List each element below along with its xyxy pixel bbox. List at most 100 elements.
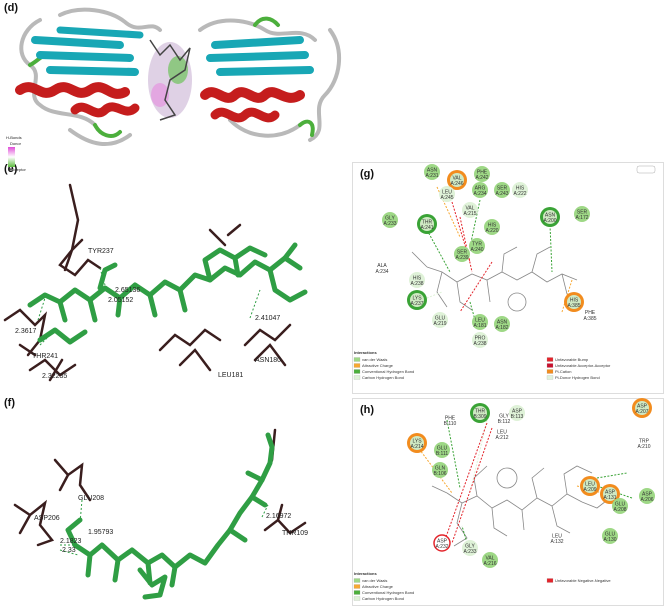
residue-labels-f: GLU208 ASP206 THR109 1.95793 2.1823 2.33… — [34, 495, 308, 554]
residue-number: B:309 — [473, 414, 486, 420]
distance-label: 2.65136 — [115, 287, 140, 294]
protein-ribbon-view: H-Bonds Donor Acceptor — [6, 7, 342, 172]
legend-label: Carbon Hydrogen Bond — [362, 596, 404, 601]
residue-circle — [424, 164, 440, 180]
residue-number: A:233 — [383, 221, 396, 227]
residue-name: LEU — [442, 190, 452, 196]
legend-label: van der Waals — [362, 357, 387, 362]
residue-number: A:242 — [475, 175, 488, 181]
residue-name: LEU — [585, 482, 595, 488]
residue-number: A:206 — [640, 497, 653, 503]
sheet-strand — [56, 26, 144, 39]
residue-name: LYS — [412, 439, 422, 445]
residue-circle — [454, 246, 470, 262]
residue-circle — [472, 314, 488, 330]
interaction-diagram-g: ASNA:231PHEA:242VALA:246ARGA:234LEUA:245… — [353, 164, 656, 380]
distance-label: 2.1823 — [60, 538, 82, 545]
legend-title: H-Bonds — [6, 135, 22, 140]
residue-number: A:130 — [603, 537, 616, 543]
coil-segment — [68, 128, 132, 147]
legend-label: Conventional Hydrogen Bond — [362, 590, 414, 595]
residue-circle — [512, 182, 528, 198]
residue-number: A:200 — [543, 218, 556, 224]
legend-swatch — [353, 369, 361, 374]
residue-name: THR — [422, 220, 433, 226]
residue-number: A:243 — [495, 191, 508, 197]
residue-number: A:233 — [463, 549, 476, 555]
distance-label: 2.41047 — [255, 315, 280, 322]
distance-label: 2.32235 — [42, 373, 67, 380]
left-monomer — [15, 7, 162, 147]
legend-swatch — [353, 596, 361, 601]
hbond-lines — [59, 499, 269, 556]
residue-name: VAL — [485, 556, 494, 562]
residue-number: A:209 — [583, 487, 596, 493]
residue-circle — [439, 186, 455, 202]
residue-circle — [462, 202, 478, 218]
coil-green — [253, 16, 280, 27]
legend-swatch — [546, 363, 554, 368]
residue-thr241: THR241 — [32, 353, 58, 360]
legend-gradient — [8, 147, 15, 167]
residue-name: SER — [457, 250, 468, 256]
legend-title: Interactions — [354, 571, 377, 576]
coil-segment — [198, 18, 317, 42]
residue-name: ARG — [475, 186, 486, 192]
coil-green — [298, 119, 315, 137]
residue-name: SER — [577, 210, 588, 216]
residue-circle — [382, 212, 398, 228]
residue-circle — [639, 488, 655, 504]
residue-number: A:246 — [450, 181, 463, 187]
residue-core — [410, 436, 424, 450]
ligand-sticks — [27, 242, 308, 345]
panel-label-d: (d) — [4, 2, 19, 14]
residue-circle — [432, 312, 448, 328]
interaction-lines — [416, 186, 573, 328]
legend-label: van der Waals — [362, 578, 387, 583]
distance-label: 2.05152 — [108, 297, 133, 304]
zoom-control[interactable] — [636, 165, 656, 174]
residue-core — [473, 406, 487, 420]
residue-leu181: LEU181 — [218, 372, 243, 379]
sheet-strand — [36, 51, 134, 62]
residue-circle — [409, 272, 425, 288]
residue-number: A:237 — [410, 301, 423, 307]
legend-label: Attractive Charge — [362, 363, 394, 368]
residue-glu208: GLU208 — [78, 495, 104, 502]
residue-core — [583, 479, 597, 493]
residue-circle — [469, 238, 485, 254]
residue-name: LEU — [497, 430, 507, 436]
residue-circle — [602, 528, 618, 544]
residue-circle — [494, 316, 510, 332]
residue-name: GLU — [437, 446, 448, 452]
hbond-legend: H-Bonds Donor Acceptor — [6, 135, 26, 172]
legend-label: Pi-Donor Hydrogen Bond — [555, 375, 600, 380]
helix — [200, 87, 305, 103]
coil-segment — [228, 118, 302, 138]
residue-number: A:238 — [410, 281, 423, 287]
legend-swatch — [353, 578, 361, 583]
residue-core — [450, 173, 464, 187]
docking-sticks-e: TYR237 THR241 ASN180 LEU181 2.65136 2.05… — [3, 183, 308, 382]
residue-core — [635, 401, 649, 415]
residue-number: A:215 — [463, 211, 476, 217]
residue-circle — [574, 206, 590, 222]
residue-number: A:182 — [495, 325, 508, 331]
residue-number: A:385 — [567, 303, 580, 309]
legend-title: Interactions — [354, 350, 377, 355]
